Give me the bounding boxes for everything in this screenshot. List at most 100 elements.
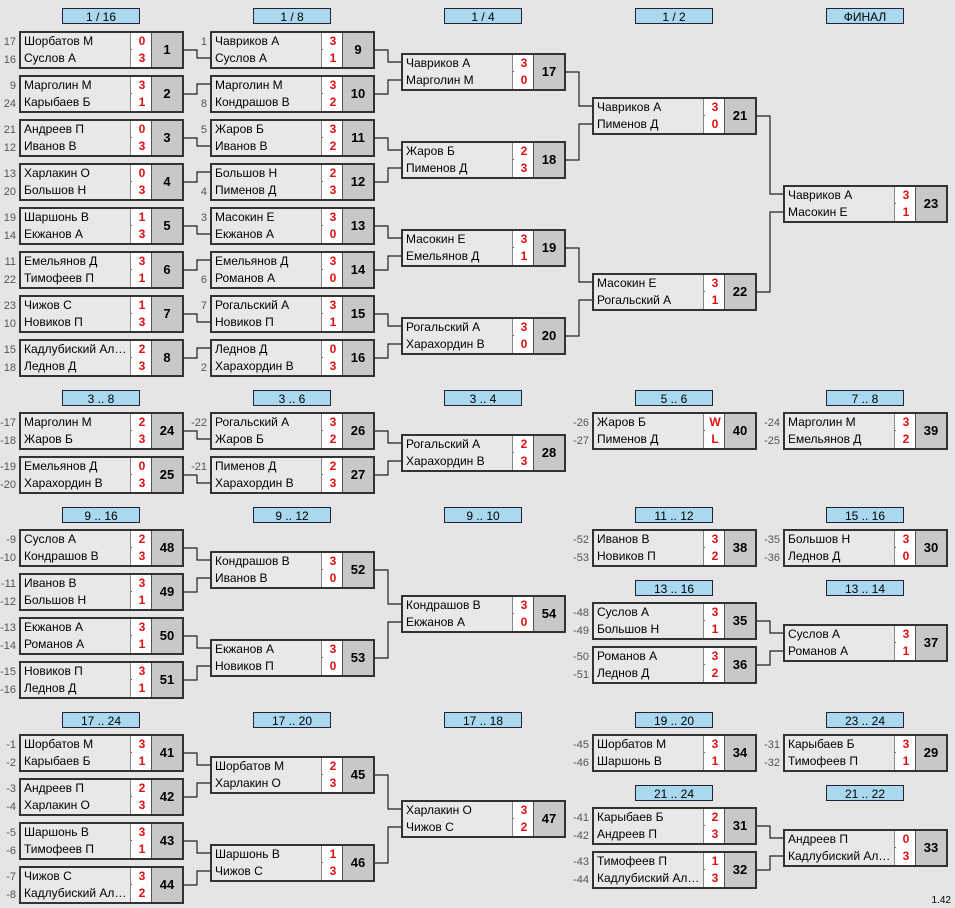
round-header: 1 / 2	[635, 8, 713, 24]
round-header: 15 .. 16	[826, 507, 904, 523]
bracket-connector	[757, 825, 783, 839]
bracket-connector	[375, 569, 401, 605]
player-name: Марголин М	[212, 77, 322, 94]
player-score: 3	[132, 475, 152, 492]
player-score: 3	[132, 575, 152, 592]
player-score: 1	[323, 50, 343, 67]
player-score: 3	[705, 648, 725, 665]
match-number: 27	[342, 458, 373, 492]
player-score: 3	[323, 641, 343, 658]
player-score: 0	[132, 33, 152, 50]
player-name: Емельянов Д	[785, 431, 895, 448]
player-name: Иванов В	[21, 138, 131, 155]
player-score: 3	[323, 33, 343, 50]
player-score: 3	[896, 414, 916, 431]
player-score: 3	[705, 604, 725, 621]
match-number: 47	[533, 802, 564, 836]
match-8[interactable]: Кадлубиский Александр2Леднов Д38	[19, 339, 184, 377]
player-score: 3	[514, 802, 534, 819]
bracket-connector	[375, 313, 401, 327]
player-name: Романов А	[21, 636, 131, 653]
player-score: 0	[705, 116, 725, 133]
player-score: 3	[132, 663, 152, 680]
player-name: Большов Н	[21, 182, 131, 199]
round-header: 17 .. 20	[253, 712, 331, 728]
player-score: 3	[514, 453, 534, 470]
player-name: Чижов С	[21, 297, 131, 314]
player-score: 3	[514, 597, 534, 614]
player-name: Масокин Е	[594, 275, 704, 292]
match-number: 54	[533, 597, 564, 631]
player-name: Харахордин В	[212, 358, 322, 375]
